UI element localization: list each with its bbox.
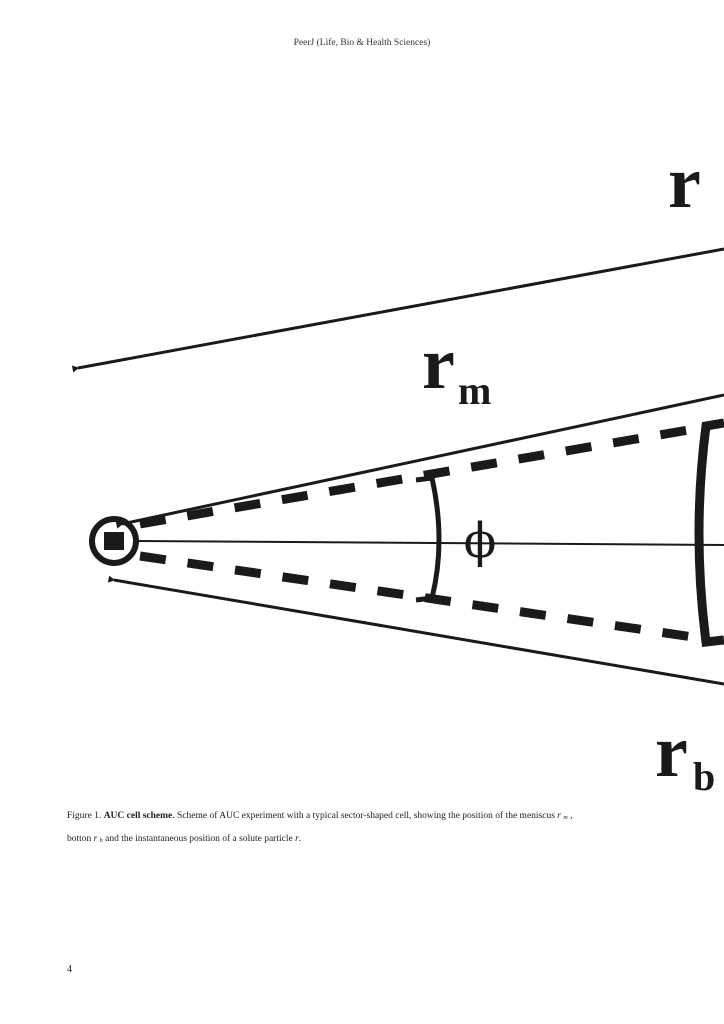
label-rb-base: r [655,711,688,793]
label-r: r [668,142,701,224]
caption-text-4: and the instantaneous position of a solu… [102,834,296,844]
auc-cell-scheme-figure: ϕ r r m r b [71,142,724,799]
page-number: 4 [67,964,72,975]
caption-line-2: botton r b and the instantaneous positio… [67,829,677,852]
caption-title: AUC cell scheme [103,811,173,821]
label-rm-sub: m [458,368,491,413]
caption-rm-base: r [557,811,561,821]
caption-r-var: r [295,834,299,844]
caption-label: Figure 1. [67,811,102,821]
arrow-r [71,247,724,373]
caption-text-3: botton [67,834,94,844]
label-rm-base: r [422,323,455,405]
sector-boundary-upper [139,423,701,529]
center-line [135,540,724,546]
caption-text-1: . Scheme of AUC experiment with a typica… [172,811,558,821]
rotor-axis [89,516,139,566]
angle-arc [415,475,442,603]
caption-line-1: Figure 1. AUC cell scheme. Scheme of AUC… [67,806,677,829]
running-header: PeerJ (Life, Bio & Health Sciences) [293,38,431,48]
arrow-rm [115,393,724,529]
caption-rm-sub: m [563,815,568,821]
arrow-rb [107,575,724,686]
label-rb-sub: b [693,754,715,799]
caption-text-5: . [298,834,302,844]
figure-caption: Figure 1. AUC cell scheme. Scheme of AUC… [67,806,677,852]
caption-rb-sub: b [99,838,103,844]
cell-bottom-bracket [694,418,724,647]
caption-text-2: , [567,811,573,821]
caption-rb-base: r [93,834,98,844]
label-phi: ϕ [464,513,497,569]
